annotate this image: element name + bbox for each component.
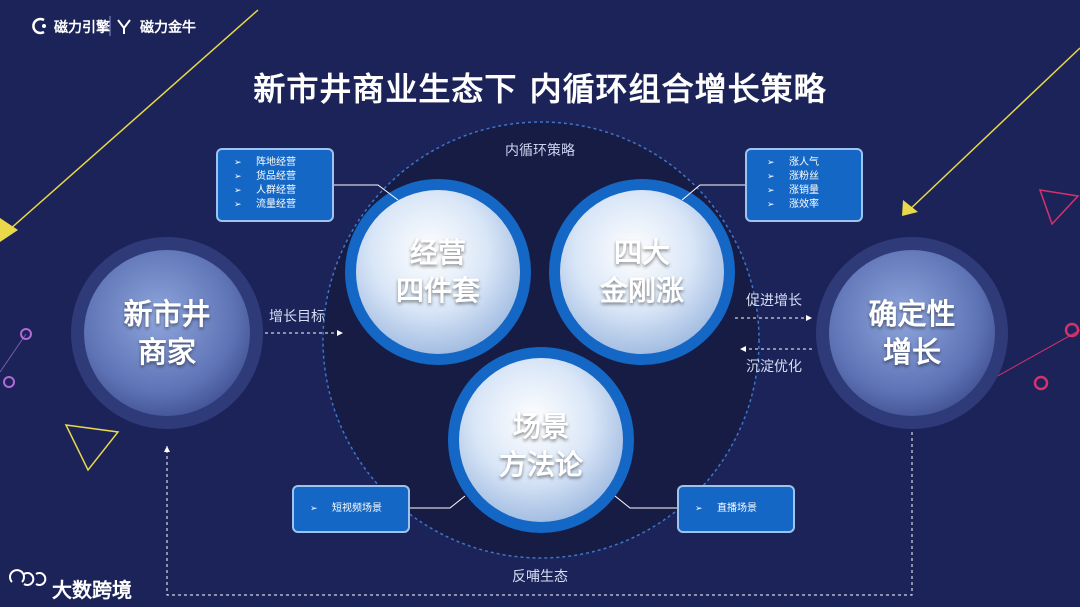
engine-logo-icon — [32, 17, 45, 35]
jingying-line-1: 经营 — [409, 236, 466, 269]
decor-line-right — [904, 47, 1080, 215]
decor-line — [984, 329, 1080, 384]
jingying-circle-text: 经营 四件套 — [368, 234, 508, 310]
decor-line-left — [0, 9, 259, 239]
list-item: ➢涨粉丝 — [767, 171, 819, 182]
center-strategy-label: 内循环策略 — [505, 143, 575, 159]
dot-icon — [20, 328, 32, 340]
sida-line-2: 金刚涨 — [599, 274, 684, 307]
outline-triangle-icon — [64, 424, 120, 472]
sida-circle-text: 四大 金刚涨 — [572, 234, 712, 310]
list-item: ➢短视频场景 — [310, 503, 382, 514]
promote-label: 促进增长 — [746, 293, 802, 309]
zhang-box: ➢涨人气 ➢涨粉丝 ➢涨销量 ➢涨效率 — [745, 148, 863, 222]
left-circle — [84, 250, 250, 416]
sida-circle — [560, 190, 724, 354]
decor-line — [0, 333, 27, 373]
left-circle-line-2: 商家 — [137, 335, 196, 369]
list-item: ➢人群经营 — [234, 185, 296, 196]
list-item: ➢流量经营 — [234, 199, 296, 210]
list-item: ➢阵地经营 — [234, 157, 296, 168]
right-circle — [829, 250, 995, 416]
right-circle-line-2: 增长 — [882, 335, 941, 369]
list-item: ➢涨销量 — [767, 185, 819, 196]
connector-line — [410, 495, 466, 509]
watermark-text: 大数跨境 — [52, 578, 132, 602]
right-circle-line-1: 确定性 — [868, 297, 956, 331]
dot-icon — [1033, 375, 1049, 391]
list-item: ➢涨人气 — [767, 157, 819, 168]
jingying-line-2: 四件套 — [395, 274, 480, 307]
left-circle-text: 新市井 商家 — [87, 295, 247, 371]
list-item: ➢货品经营 — [234, 171, 296, 182]
changjing-line-2: 方法论 — [498, 448, 583, 481]
duanshipin-box: ➢短视频场景 — [292, 485, 410, 533]
connector-line — [614, 495, 677, 509]
changjing-line-1: 场景 — [512, 410, 569, 443]
page-title: 新市井商业生态下 内循环组合增长策略 — [253, 70, 827, 108]
feedback-label: 反哺生态 — [512, 569, 568, 585]
connector-line — [334, 184, 399, 201]
list-item: ➢直播场景 — [695, 503, 757, 514]
yellow-triangle-icon — [0, 218, 18, 242]
engine-logo-dot — [42, 24, 46, 28]
sida-line-1: 四大 — [613, 236, 670, 269]
jingying-box: ➢阵地经营 ➢货品经营 ➢人群经营 ➢流量经营 — [216, 148, 334, 222]
list-item: ➢涨效率 — [767, 199, 819, 210]
feedback-loop-arrow — [164, 432, 913, 596]
settle-label: 沉淀优化 — [746, 359, 802, 375]
connector-line — [681, 184, 745, 201]
jingying-circle — [356, 190, 520, 354]
target-label: 增长目标 — [269, 309, 325, 325]
changjing-circle — [459, 358, 623, 522]
yellow-triangle-icon — [902, 200, 918, 216]
watermark-logo-icon — [9, 569, 47, 586]
dot-icon — [3, 376, 15, 388]
zhibo-box: ➢直播场景 — [677, 485, 795, 533]
left-circle-line-1: 新市井 — [123, 297, 211, 331]
dot-icon — [1064, 322, 1080, 338]
jinniu-logo-text: 磁力金牛 — [140, 20, 196, 36]
magenta-triangle-icon — [1038, 189, 1080, 226]
right-circle-text: 确定性 增长 — [832, 295, 992, 371]
engine-logo-text: 磁力引擎 — [54, 20, 110, 36]
jinniu-logo-icon — [117, 19, 131, 34]
changjing-circle-text: 场景 方法论 — [471, 408, 611, 484]
